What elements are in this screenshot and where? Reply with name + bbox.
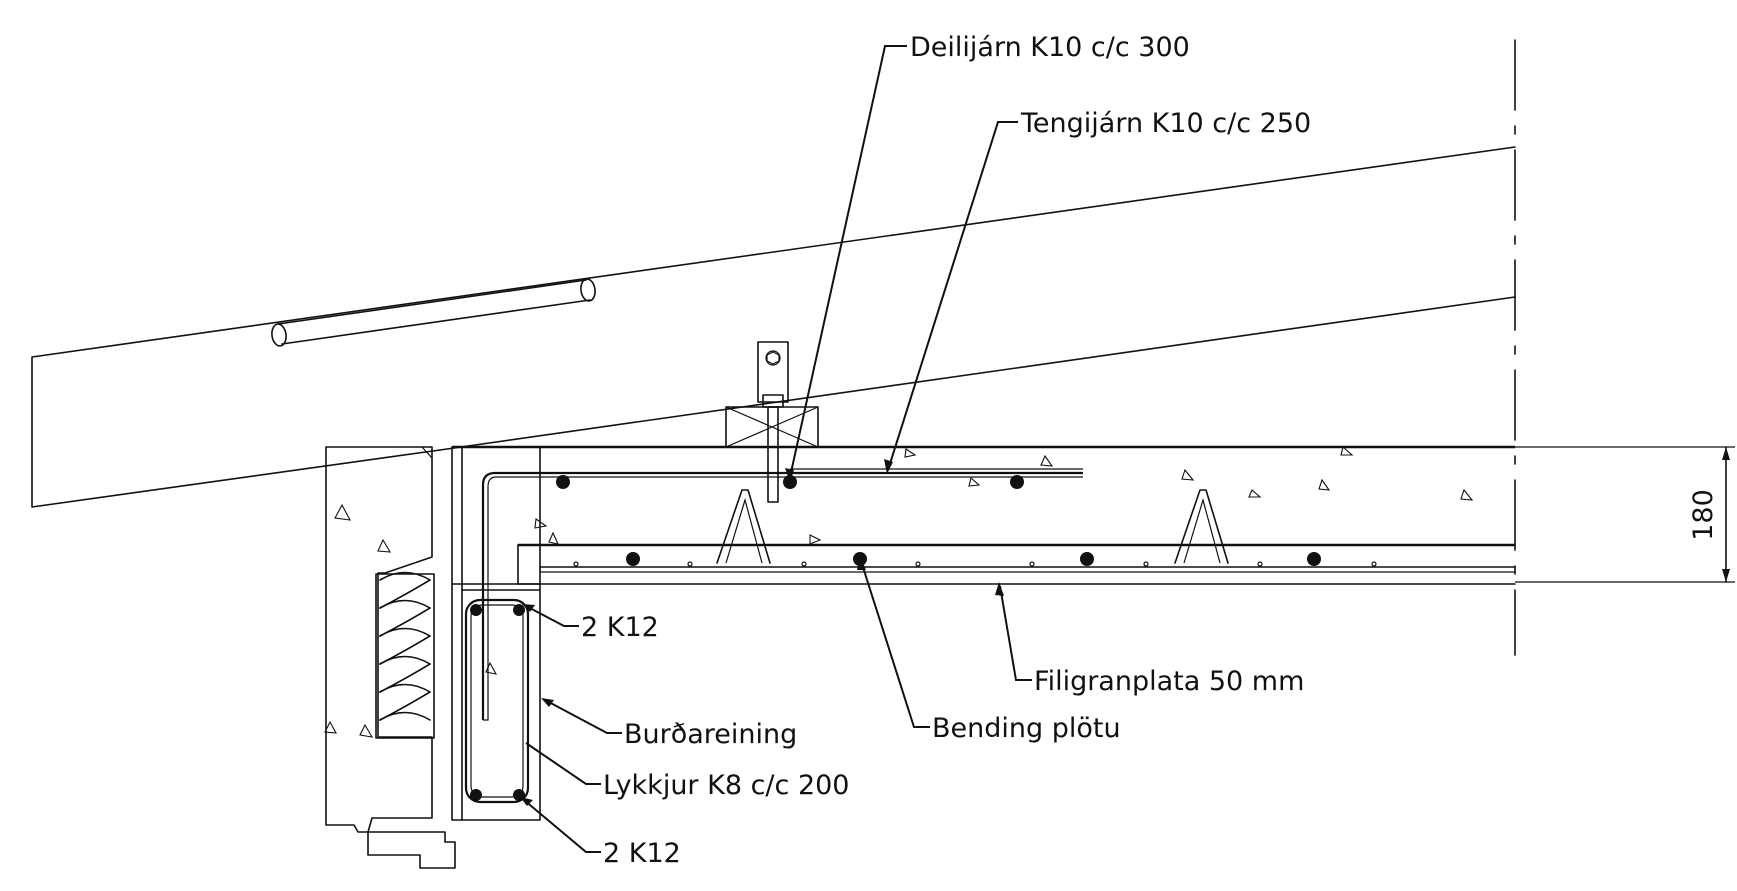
label-lykkjur: Lykkjur K8 c/c 200 [603,770,849,801]
label-k12-top: 2 K12 [581,612,659,643]
label-deilijarn: Deilijárn K10 c/c 300 [910,32,1190,63]
anchor-bracket [725,341,819,503]
label-filigranplata: Filigranplata 50 mm [1034,666,1304,697]
label-bending: Bending plötu [932,713,1121,744]
dimension-thickness: 180 [1515,446,1735,583]
leader-lykkjur: Lykkjur K8 c/c 200 [525,742,849,801]
insulation-coils [379,571,431,721]
leader-k12-top: 2 K12 [522,604,659,643]
leader-bending: Bending plötu [857,556,1121,744]
label-k12-bottom: 2 K12 [603,838,681,869]
floor-slab [451,445,1516,585]
leader-burdareining: Burðareining [541,698,797,750]
support-beam [451,446,1083,821]
outer-wall [324,446,456,869]
leader-tengijarn: Tengijárn K10 c/c 250 [884,108,1311,474]
leader-k12-bottom: 2 K12 [520,797,681,869]
leader-deilijarn: Deilijárn K10 c/c 300 [785,32,1190,482]
leader-filigranplata: Filigranplata 50 mm [995,582,1304,697]
dimension-180-label: 180 [1688,489,1719,541]
roof-beam [31,146,1516,508]
label-tengijarn: Tengijárn K10 c/c 250 [1020,108,1311,139]
label-burdareining: Burðareining [624,719,797,750]
